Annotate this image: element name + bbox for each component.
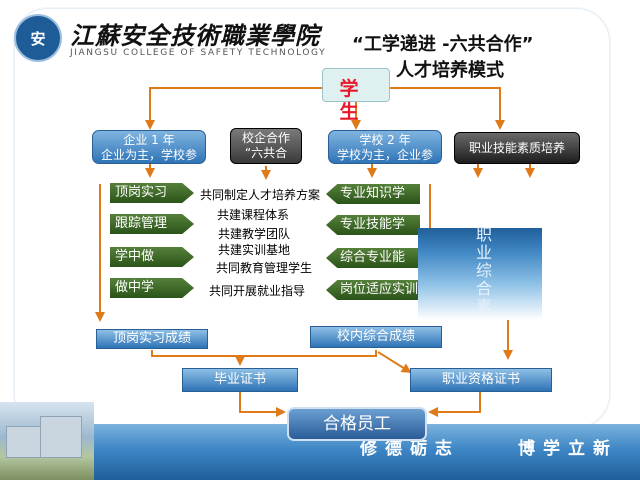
step-knowledge: 专业知识学 bbox=[326, 184, 420, 204]
qualification-cert-box: 职业资格证书 bbox=[410, 368, 552, 392]
side-panel-text: 职业综合素 bbox=[475, 225, 492, 316]
item-student-management: 共同教育管理学生 bbox=[216, 261, 313, 275]
enterprise-year1-line2: 企业为主，学校参 bbox=[100, 148, 197, 162]
step-internship: 顶岗实习 bbox=[110, 183, 194, 203]
school-year2-box: 学校 2 年 学校为主，企业参 bbox=[328, 130, 442, 164]
step-job-adaptation: 岗位适应实训 bbox=[326, 280, 420, 300]
item-employment-guidance: 共同开展就业指导 bbox=[209, 284, 306, 298]
step-comprehensive: 综合专业能 bbox=[326, 248, 420, 268]
item-curriculum: 共建课程体系 bbox=[217, 208, 290, 222]
internship-score-box: 顶岗实习成绩 bbox=[96, 329, 208, 349]
skills-training-box: 职业技能素质培养 bbox=[454, 132, 580, 164]
diagram-title-line1: “工学递进 -六共合作” bbox=[352, 34, 534, 55]
item-teaching-team: 共建教学团队 bbox=[218, 227, 291, 241]
motto-right: 博学立新 bbox=[518, 439, 618, 459]
enterprise-year1-line1: 企业 1 年 bbox=[123, 133, 175, 147]
step-tracking: 跟踪管理 bbox=[110, 214, 194, 234]
student-box bbox=[322, 68, 390, 102]
side-panel bbox=[418, 228, 542, 320]
arrow-student-skills bbox=[390, 87, 505, 130]
diagram-title-line2: 人才培养模式 bbox=[396, 60, 504, 81]
qualified-employee-box: 合格员工 bbox=[287, 407, 427, 441]
arrow-student-enterprise bbox=[145, 87, 322, 130]
item-training-base: 共建实训基地 bbox=[218, 243, 291, 257]
college-name-cn: 江蘇安全技術職業學院 bbox=[70, 21, 320, 50]
student-label: 学生 bbox=[339, 78, 359, 123]
campus-photo bbox=[0, 402, 94, 480]
graduation-cert-box: 毕业证书 bbox=[182, 368, 298, 392]
step-skills: 专业技能学 bbox=[326, 215, 420, 235]
logo-text: 安 bbox=[30, 29, 46, 48]
college-name-en: JIANGSU COLLEGE OF SAFETY TECHNOLOGY bbox=[70, 48, 327, 58]
step-learn-by-doing: 学中做 bbox=[110, 247, 194, 267]
school-year2-line1: 学校 2 年 bbox=[359, 133, 411, 147]
motto-left: 修德砺志 bbox=[360, 439, 460, 459]
school-score-box: 校内综合成绩 bbox=[310, 326, 442, 348]
school-year2-line2: 学校为主，企业参 bbox=[336, 148, 433, 162]
cooperation-line1: 校企合作 bbox=[241, 131, 290, 145]
college-logo: 安 bbox=[14, 14, 62, 62]
enterprise-year1-box: 企业 1 年 企业为主，学校参 bbox=[92, 130, 206, 164]
item-training-plan: 共同制定人才培养方案 bbox=[200, 188, 330, 202]
step-do-by-learning: 做中学 bbox=[110, 278, 194, 298]
cooperation-line2: “六共合 bbox=[244, 146, 288, 160]
cooperation-box: 校企合作 “六共合 bbox=[230, 128, 302, 164]
